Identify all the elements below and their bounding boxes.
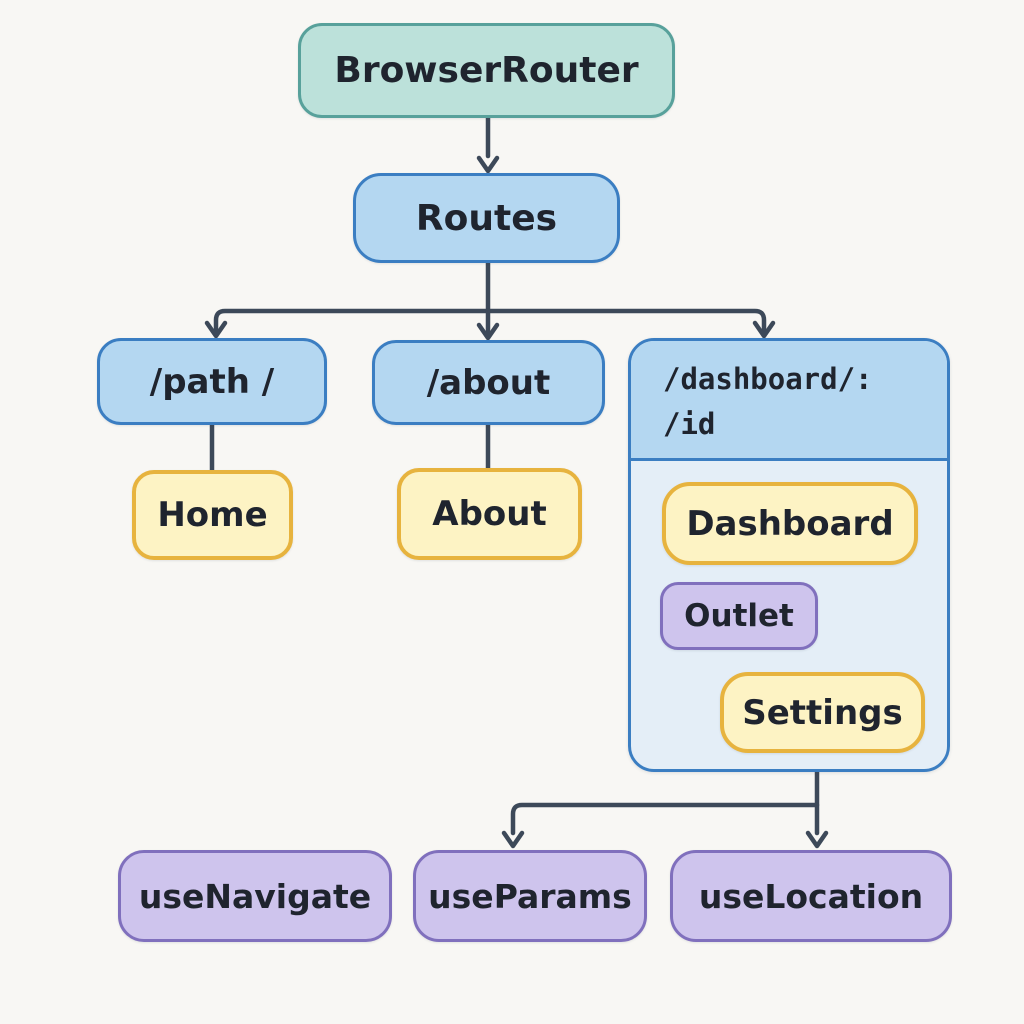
node-settings: Settings <box>720 672 925 753</box>
node-route-path: /path / <box>97 338 327 425</box>
node-use-navigate-label: useNavigate <box>138 876 372 916</box>
node-home: Home <box>132 470 293 560</box>
node-browser-router-label: BrowserRouter <box>334 50 639 91</box>
arrowhead-route-path <box>204 320 228 339</box>
arrowhead-route-about <box>476 322 500 341</box>
arrowhead-uselocation <box>805 830 829 849</box>
node-routes: Routes <box>353 173 620 263</box>
panel-route-dashboard-header: /dashboard/: /id <box>631 341 947 461</box>
node-about: About <box>397 468 582 560</box>
node-use-params-label: useParams <box>428 876 632 916</box>
arrowhead-route-dashboard <box>752 320 776 339</box>
node-routes-label: Routes <box>415 197 558 239</box>
node-about-label: About <box>432 494 547 534</box>
arrowhead-useparams <box>501 830 525 849</box>
node-home-label: Home <box>157 495 268 535</box>
node-use-navigate: useNavigate <box>118 850 392 942</box>
node-browser-router: BrowserRouter <box>298 23 675 118</box>
panel-route-dashboard-label-line1: /dashboard/: <box>663 362 873 396</box>
node-route-about: /about <box>372 340 605 425</box>
node-route-about-label: /about <box>426 362 551 403</box>
edge-panel-useparams <box>510 802 820 836</box>
node-dashboard: Dashboard <box>662 482 918 565</box>
node-settings-label: Settings <box>742 692 903 733</box>
node-dashboard-label: Dashboard <box>686 503 894 544</box>
arrowhead-routes <box>476 155 500 174</box>
node-outlet-label: Outlet <box>684 598 794 634</box>
node-use-params: useParams <box>413 850 647 942</box>
node-route-path-label: /path / <box>149 361 275 402</box>
node-use-location-label: useLocation <box>698 876 924 916</box>
node-use-location: useLocation <box>670 850 952 942</box>
panel-route-dashboard-label-line2: /id <box>663 406 716 441</box>
node-outlet: Outlet <box>660 582 818 650</box>
